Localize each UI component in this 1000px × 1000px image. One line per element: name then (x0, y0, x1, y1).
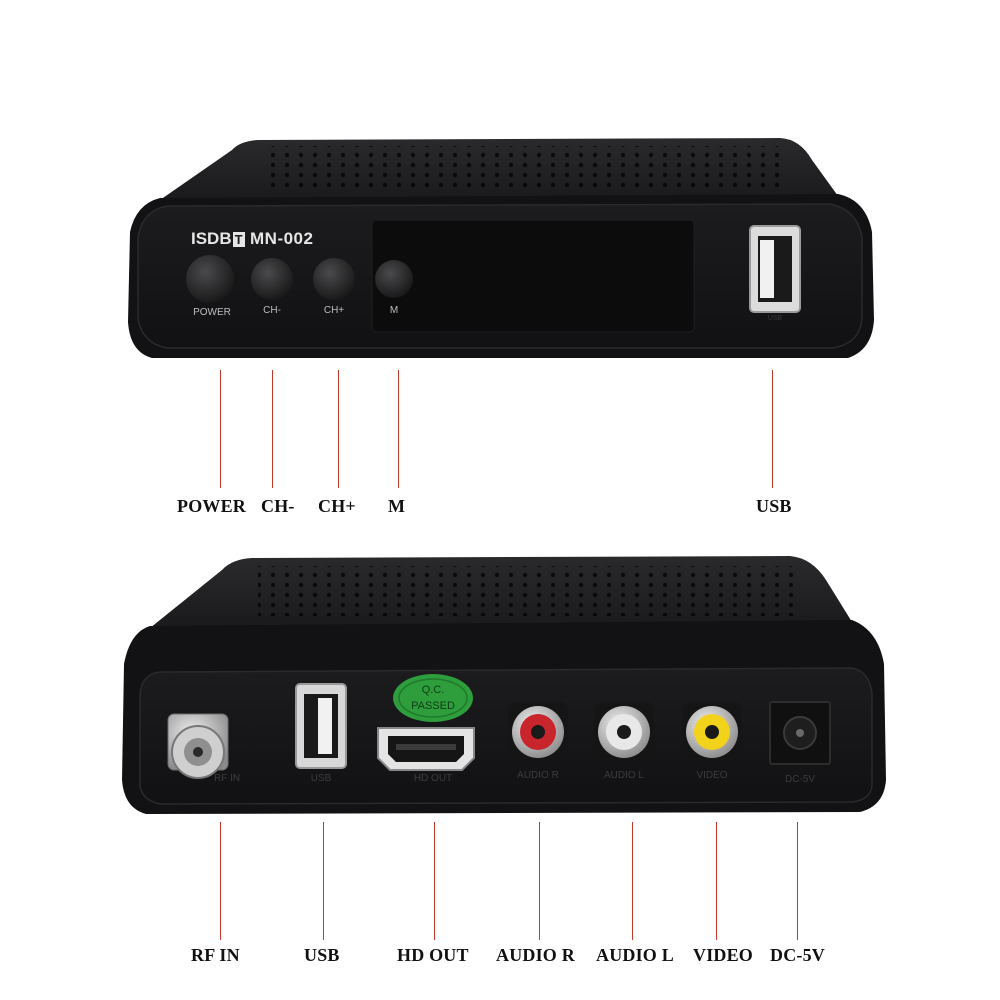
callout-ch-minus: CH- (261, 496, 295, 516)
qc-line1: Q.C. (422, 684, 445, 696)
leader-line-hd-out (434, 822, 435, 940)
back-unit: Q.C. PASSED (122, 556, 886, 814)
menu-button (375, 260, 413, 298)
brand-suffix: T (232, 232, 245, 247)
leader-line-usb-back (323, 822, 324, 940)
button-label-m: M (389, 305, 399, 316)
callout-usb-back: USB (304, 945, 340, 965)
button-label-ch-minus: CH- (263, 305, 281, 316)
qc-sticker (393, 674, 473, 722)
callout-video: VIDEO (693, 945, 754, 965)
leader-line-audio-l (632, 822, 633, 940)
dc-power-jack (769, 701, 831, 765)
callout-m: M (388, 496, 406, 516)
leader-line-ch-minus (272, 370, 273, 488)
port-label-audio-r: AUDIO R (517, 770, 559, 781)
video-jack (682, 702, 742, 762)
front-model: MN-002 (250, 229, 314, 248)
leader-line-power (220, 370, 221, 488)
leader-line-m (398, 370, 399, 488)
button-label-ch-plus: CH+ (323, 305, 345, 316)
leader-line-ch-plus (338, 370, 339, 488)
ch-plus-button (313, 258, 355, 300)
front-unit (128, 138, 874, 358)
rf-in-connector (167, 713, 229, 779)
callout-audio-l: AUDIO L (596, 945, 674, 965)
audio-l-jack (594, 702, 654, 762)
callout-dc: DC-5V (770, 945, 825, 965)
port-label-dc: DC-5V (784, 774, 815, 785)
power-button (186, 255, 234, 303)
usb-port-back (295, 683, 347, 769)
port-label-audio-l: AUDIO L (603, 770, 644, 781)
button-label-power: POWER (193, 307, 231, 318)
leader-line-usb-front (772, 370, 773, 488)
callout-audio-r: AUDIO R (496, 945, 575, 965)
leader-line-dc (797, 822, 798, 940)
port-label-usb: USB (310, 773, 332, 784)
front-usb-mark: USB (767, 315, 783, 322)
audio-r-jack (508, 702, 568, 762)
qc-line2: PASSED (411, 700, 455, 712)
port-label-video: VIDEO (696, 770, 728, 781)
brand-text: ISDB (191, 229, 232, 248)
callout-power: POWER (177, 496, 247, 516)
port-label-rf-in: RF IN (214, 773, 241, 784)
ch-minus-button (251, 258, 293, 300)
callout-rf-in: RF IN (191, 945, 240, 965)
leader-line-audio-r (539, 822, 540, 940)
callout-hd-out: HD OUT (397, 945, 469, 965)
callout-usb-front: USB (756, 496, 792, 516)
leader-line-video (716, 822, 717, 940)
leader-line-rf-in (220, 822, 221, 940)
callout-ch-plus: CH+ (318, 496, 356, 516)
hdmi-port (377, 727, 475, 771)
port-label-hd-out: HD OUT (413, 773, 453, 784)
